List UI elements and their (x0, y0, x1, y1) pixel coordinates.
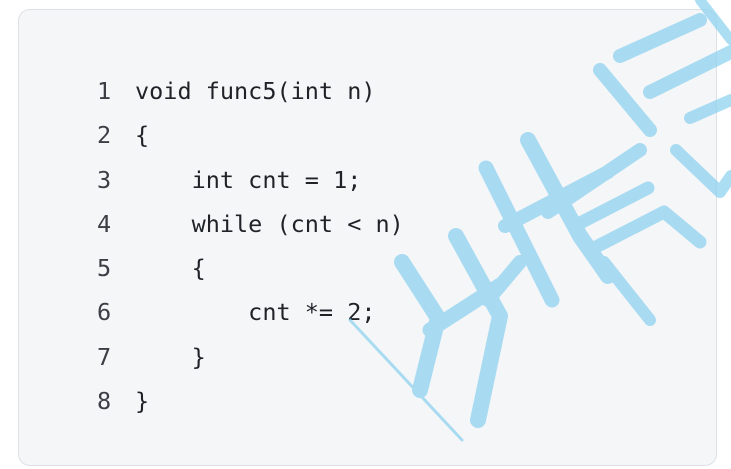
line-code: int cnt = 1; (135, 165, 362, 194)
code-line: 5 { (97, 246, 404, 290)
line-code: while (cnt < n) (135, 209, 404, 238)
line-number: 7 (97, 342, 112, 371)
code-line: 2{ (97, 113, 404, 157)
line-code: cnt *= 2; (135, 298, 376, 327)
line-code: } (135, 342, 206, 371)
line-code: } (135, 387, 150, 416)
code-line: 8} (97, 379, 404, 423)
line-number: 6 (97, 298, 112, 327)
line-code: { (135, 121, 150, 150)
code-line: 4 while (cnt < n) (97, 202, 404, 246)
line-number: 1 (97, 77, 112, 105)
code-line: 7 } (97, 335, 404, 379)
line-number: 4 (97, 209, 112, 238)
line-number: 2 (97, 121, 112, 150)
line-number: 5 (97, 254, 112, 283)
line-number: 3 (97, 165, 112, 194)
code-line: 6 cnt *= 2; (97, 290, 404, 334)
code-line: 1 void func5(int n) (97, 69, 404, 113)
line-number: 8 (97, 387, 112, 416)
code-line: 3 int cnt = 1; (97, 158, 404, 202)
line-code: void func5(int n) (135, 77, 376, 105)
line-code: { (135, 254, 206, 283)
